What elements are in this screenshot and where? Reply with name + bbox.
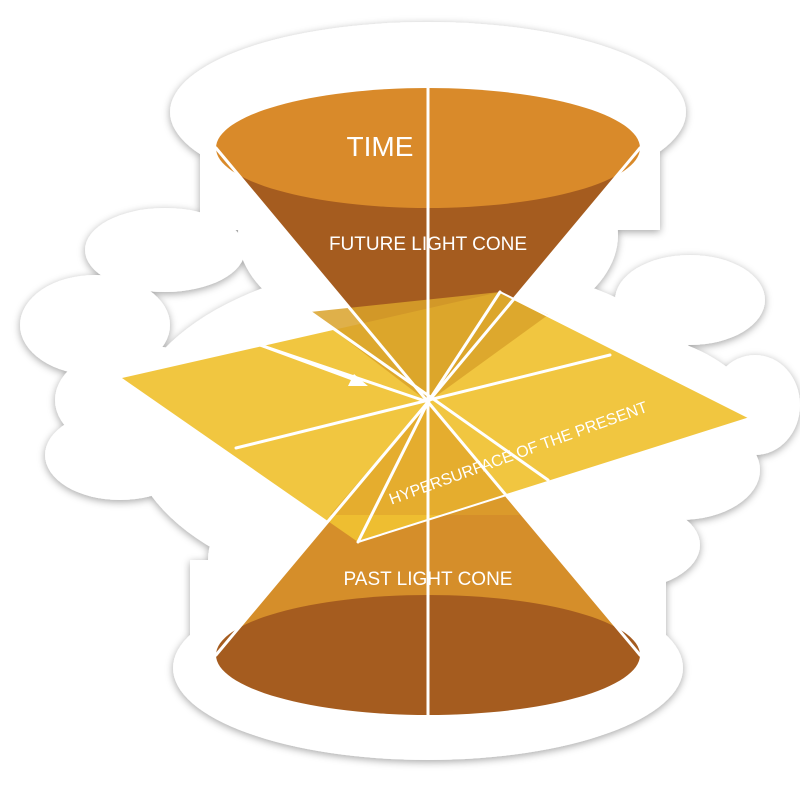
plane-edge-lower <box>356 400 430 544</box>
light-ray-lower <box>258 343 430 404</box>
future-cone-left-edge <box>214 146 430 404</box>
past-cone-right-edge <box>426 400 642 657</box>
plane-edge-upper <box>426 290 502 404</box>
past-light-cone-label: PAST LIGHT CONE <box>344 569 513 590</box>
plane-grid-diagonal <box>308 310 550 482</box>
future-light-cone-label: FUTURE LIGHT CONE <box>329 234 527 255</box>
future-cone-right-edge <box>426 146 642 404</box>
past-cone-left-edge <box>214 400 430 657</box>
plane-border-right <box>499 291 751 419</box>
plane-border-bottom <box>357 417 751 543</box>
time-label: TIME <box>347 131 414 162</box>
plane-past-overlap <box>330 402 520 515</box>
diagram-lines <box>214 86 751 717</box>
light-ray-arrow-icon <box>348 374 368 386</box>
